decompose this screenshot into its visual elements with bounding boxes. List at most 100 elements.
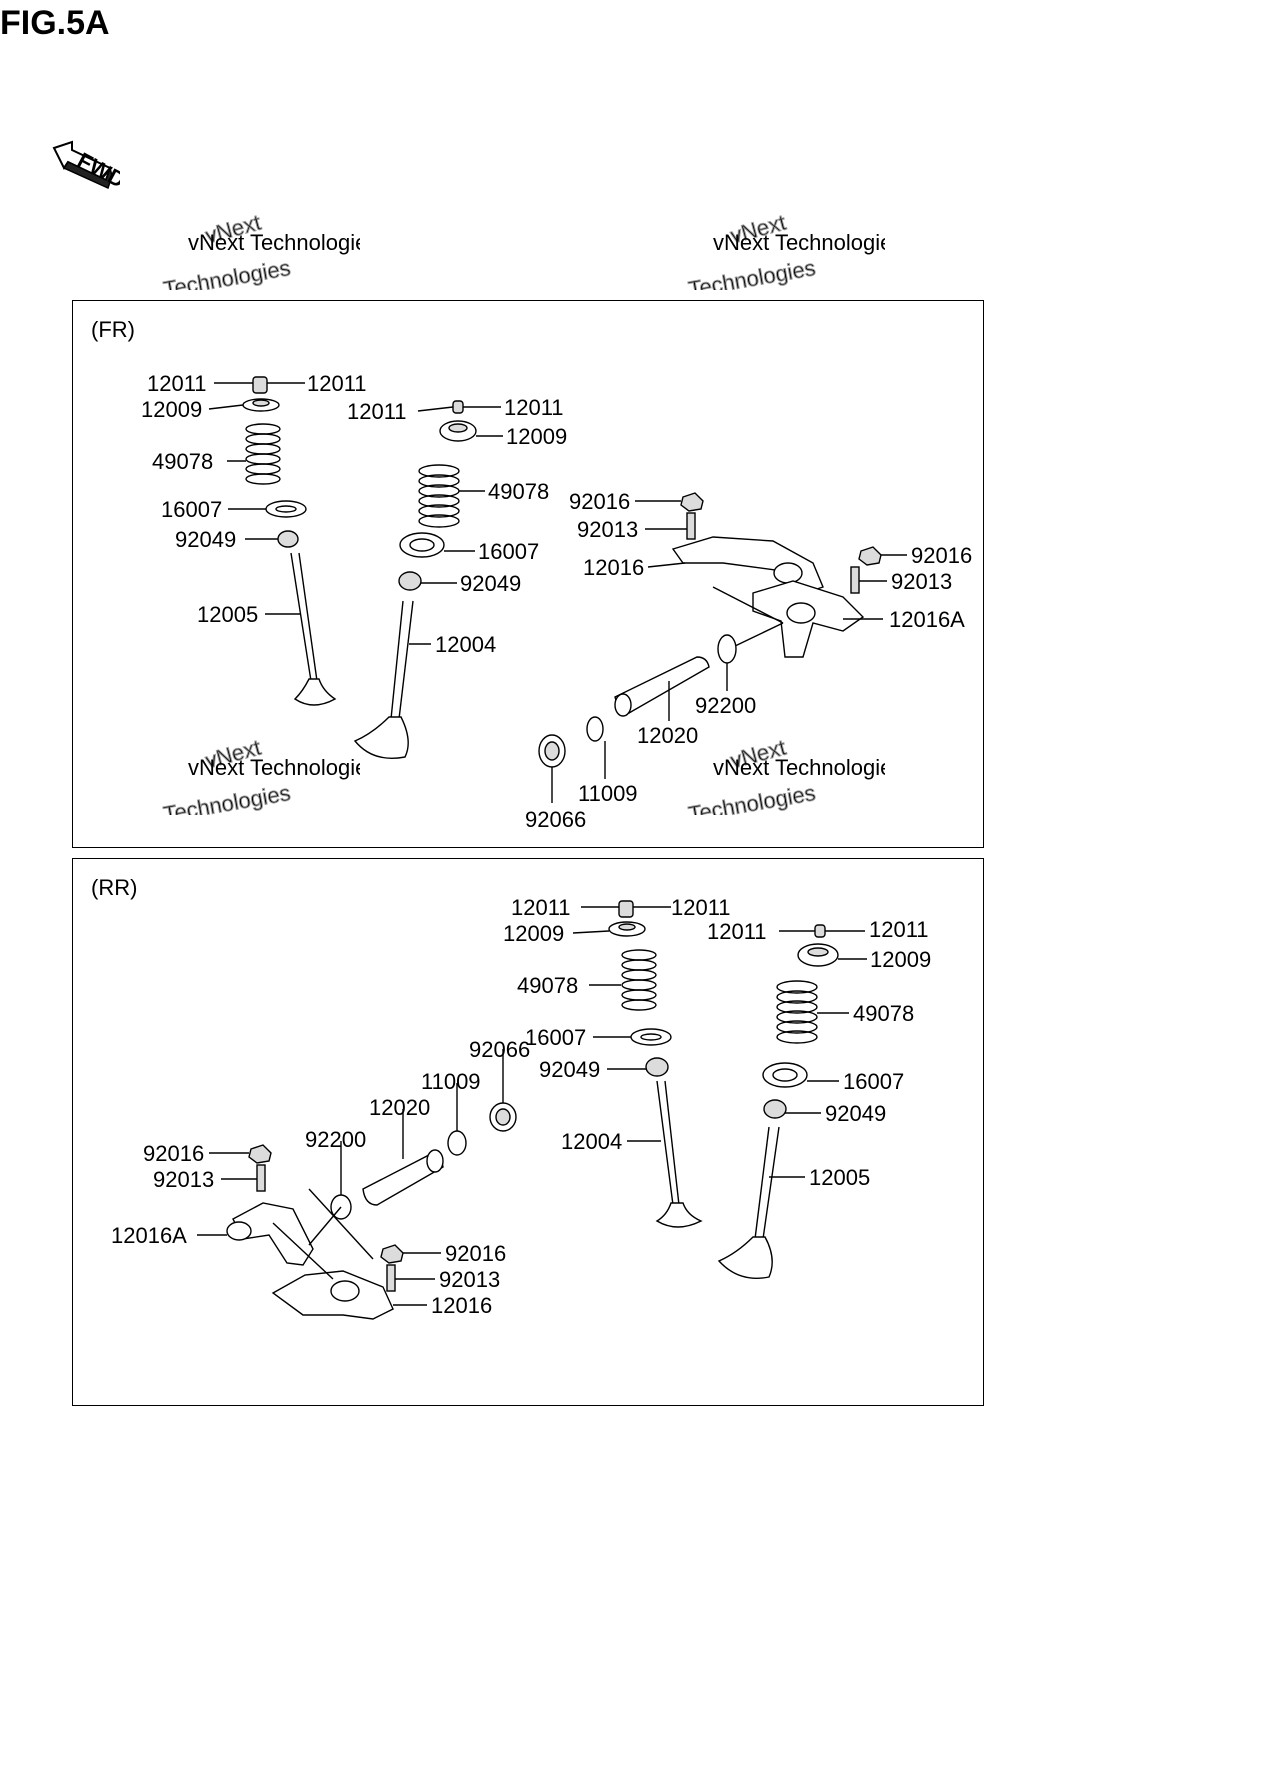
callout-label: 92049 bbox=[175, 527, 236, 552]
valve-spring-part bbox=[245, 423, 281, 485]
intake-valve-part bbox=[655, 1080, 703, 1228]
callout-label: 12016A bbox=[889, 607, 965, 632]
callout-label: 92016 bbox=[911, 543, 972, 568]
valve-seal-part bbox=[398, 571, 422, 591]
keeper-part bbox=[814, 924, 826, 938]
retainer-part bbox=[797, 943, 839, 967]
svg-text:Technologies: Technologies bbox=[162, 255, 293, 290]
watermark-logo: vNext vNext Technologies Technologies bbox=[161, 209, 360, 290]
adjusting-screw-part bbox=[850, 566, 860, 594]
svg-text:vNext Technologies: vNext Technologies bbox=[188, 755, 360, 780]
callout-label: 16007 bbox=[843, 1069, 904, 1094]
callout-label: 92066 bbox=[469, 1037, 530, 1062]
keeper-part bbox=[252, 376, 268, 394]
callout-label: 16007 bbox=[478, 539, 539, 564]
svg-text:vNext Technologies: vNext Technologies bbox=[713, 755, 885, 780]
keeper-part bbox=[618, 900, 634, 918]
valve-spring-part bbox=[418, 464, 460, 528]
callout-label: 12016 bbox=[431, 1293, 492, 1318]
plug-part bbox=[489, 1102, 517, 1132]
o-ring-part bbox=[586, 716, 604, 742]
svg-text:Technologies: Technologies bbox=[687, 255, 818, 290]
watermark-logo: vNext vNext Technologies Technologies bbox=[161, 734, 360, 815]
callout-label: 12005 bbox=[809, 1165, 870, 1190]
forward-arrow-icon: FWD bbox=[52, 140, 120, 193]
retainer-part bbox=[439, 420, 477, 442]
svg-text:vNext Technologies: vNext Technologies bbox=[188, 230, 360, 255]
callout-label: 92016 bbox=[143, 1141, 204, 1166]
callout-label: 11009 bbox=[421, 1069, 481, 1094]
valve-seal-part bbox=[645, 1057, 669, 1077]
callout-label: 12011 bbox=[147, 371, 207, 396]
callout-label: 12011 bbox=[511, 895, 571, 920]
exhaust-valve-part bbox=[717, 1126, 780, 1279]
valve-spring-part bbox=[776, 980, 818, 1044]
intake-valve-part bbox=[353, 600, 414, 759]
callout-label: 92066 bbox=[525, 807, 586, 832]
callout-label: 49078 bbox=[152, 449, 213, 474]
plug-part bbox=[538, 734, 566, 768]
retainer-part bbox=[242, 398, 280, 412]
callout-label: 92013 bbox=[577, 517, 638, 542]
callout-label: 49078 bbox=[488, 479, 549, 504]
callout-label: 12005 bbox=[197, 602, 258, 627]
callout-label: 49078 bbox=[853, 1001, 914, 1026]
callout-label: 12009 bbox=[141, 397, 202, 422]
callout-label: 12020 bbox=[637, 723, 698, 748]
callout-label: 12011 bbox=[707, 919, 767, 944]
keeper-part bbox=[452, 400, 464, 414]
valve-seal-part bbox=[763, 1099, 787, 1119]
spring-seat-part bbox=[399, 532, 445, 558]
rear-parts-diagram: 12011 12011 12009 49078 16007 92049 1200… bbox=[111, 895, 931, 1320]
callout-label: 92013 bbox=[439, 1267, 500, 1292]
callout-label: 92013 bbox=[153, 1167, 214, 1192]
callout-label: 49078 bbox=[517, 973, 578, 998]
callout-label: 92049 bbox=[539, 1057, 600, 1082]
svg-text:vNext Technologies: vNext Technologies bbox=[713, 230, 885, 255]
callout-label: 92200 bbox=[695, 693, 756, 718]
watermark-logo: vNext vNext Technologies Technologies bbox=[686, 734, 885, 815]
callout-label: 12011 bbox=[347, 399, 407, 424]
o-ring-part bbox=[717, 634, 737, 664]
callout-label: 11009 bbox=[578, 781, 638, 806]
front-parts-diagram: 12011 12011 12009 49078 16007 92049 1200… bbox=[141, 371, 972, 832]
valve-seal-part bbox=[277, 530, 299, 548]
rocker-shaft-part bbox=[362, 1149, 444, 1206]
callout-label: 16007 bbox=[525, 1025, 586, 1050]
front-cylinder-panel: (FR) bbox=[72, 300, 984, 848]
callout-label: 92200 bbox=[305, 1127, 366, 1152]
callout-label: 92049 bbox=[460, 571, 521, 596]
leader-lines bbox=[208, 382, 907, 803]
adjusting-screw-part bbox=[686, 512, 696, 540]
watermark-logo: vNext vNext Technologies Technologies bbox=[686, 209, 885, 290]
callout-label: 12016 bbox=[583, 555, 644, 580]
adjusting-nut-part bbox=[858, 546, 882, 566]
adjusting-nut-part bbox=[680, 492, 704, 512]
callout-label: 12011 bbox=[869, 917, 929, 942]
callout-label: 92016 bbox=[569, 489, 630, 514]
figure-title: FIG.5A bbox=[0, 4, 110, 42]
callout-label: 92049 bbox=[825, 1101, 886, 1126]
callout-label: 16007 bbox=[161, 497, 222, 522]
o-ring-part bbox=[447, 1130, 467, 1156]
callout-label: 12009 bbox=[506, 424, 567, 449]
rocker-arm-part bbox=[226, 1202, 314, 1266]
panel-label-rr: (RR) bbox=[91, 875, 138, 900]
adjusting-screw-part bbox=[386, 1264, 396, 1292]
adjusting-nut-part bbox=[248, 1144, 272, 1164]
spring-seat-part bbox=[762, 1062, 808, 1088]
callout-label: 12020 bbox=[369, 1095, 430, 1120]
forward-label: FWD bbox=[73, 147, 120, 193]
callout-label: 12011 bbox=[307, 371, 367, 396]
callout-label: 12011 bbox=[671, 895, 731, 920]
rear-cylinder-panel: (RR) bbox=[72, 858, 984, 1406]
exhaust-valve-part bbox=[290, 552, 337, 706]
callout-label: 12011 bbox=[504, 395, 564, 420]
leader-lines bbox=[197, 906, 867, 1306]
valve-spring-part bbox=[621, 949, 657, 1011]
callout-label: 12004 bbox=[435, 632, 496, 657]
retainer-part bbox=[608, 921, 646, 937]
callout-label: 12009 bbox=[870, 947, 931, 972]
spring-seat-part bbox=[630, 1028, 672, 1046]
adjusting-nut-part bbox=[380, 1244, 404, 1264]
